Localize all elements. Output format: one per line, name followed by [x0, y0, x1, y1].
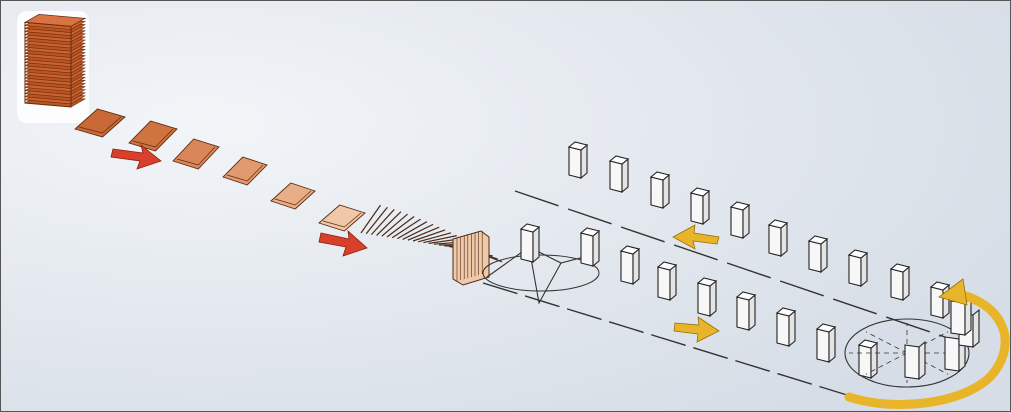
product-box [731, 202, 749, 238]
product-box-side [789, 311, 795, 346]
product-box-front [581, 233, 593, 266]
product-box-side [749, 295, 755, 330]
product-box-front [651, 177, 663, 208]
product-box [817, 324, 835, 362]
product-box-front [849, 255, 861, 286]
product-box [621, 246, 639, 284]
product-box-front [691, 193, 703, 224]
product-box-side [670, 265, 676, 300]
product-box [691, 188, 709, 224]
product-box-front [610, 161, 622, 192]
product-box-front [569, 147, 581, 178]
product-box-front [698, 283, 710, 316]
product-box [891, 264, 909, 300]
product-box-side [593, 231, 599, 266]
product-box-side [633, 249, 639, 284]
product-box-front [737, 297, 749, 330]
product-box-front [769, 225, 781, 256]
product-box [777, 308, 795, 346]
product-box [698, 278, 716, 316]
product-box-front [859, 345, 871, 378]
turret-pocket-box [905, 345, 919, 379]
product-box-front [658, 267, 670, 300]
product-box-front [777, 313, 789, 346]
turret-pocket-side [973, 310, 979, 347]
product-box-side [871, 343, 877, 378]
product-box-side [533, 227, 539, 262]
product-box [859, 340, 877, 378]
turret-pocket-box [945, 337, 959, 371]
product-box [769, 220, 787, 256]
product-box-front [731, 207, 743, 238]
product-box-front [809, 241, 821, 272]
product-box-side [829, 327, 835, 362]
carton-magazine-stack [25, 14, 85, 107]
product-box [569, 142, 587, 178]
turret-pocket-box [951, 301, 965, 335]
product-box-front [817, 329, 829, 362]
product-box [658, 262, 676, 300]
product-box-front [521, 229, 533, 262]
product-box-front [931, 287, 943, 318]
product-box-front [621, 251, 633, 284]
product-box [651, 172, 669, 208]
product-box [809, 236, 827, 272]
turret-pocket-side [919, 342, 925, 379]
product-box [521, 224, 539, 262]
formed-carton-block [453, 231, 489, 285]
product-box-front [891, 269, 903, 300]
product-box [931, 282, 949, 318]
product-box-side [710, 281, 716, 316]
product-box [581, 228, 599, 266]
product-box [610, 156, 628, 192]
product-box [737, 292, 755, 330]
product-box [849, 250, 867, 286]
